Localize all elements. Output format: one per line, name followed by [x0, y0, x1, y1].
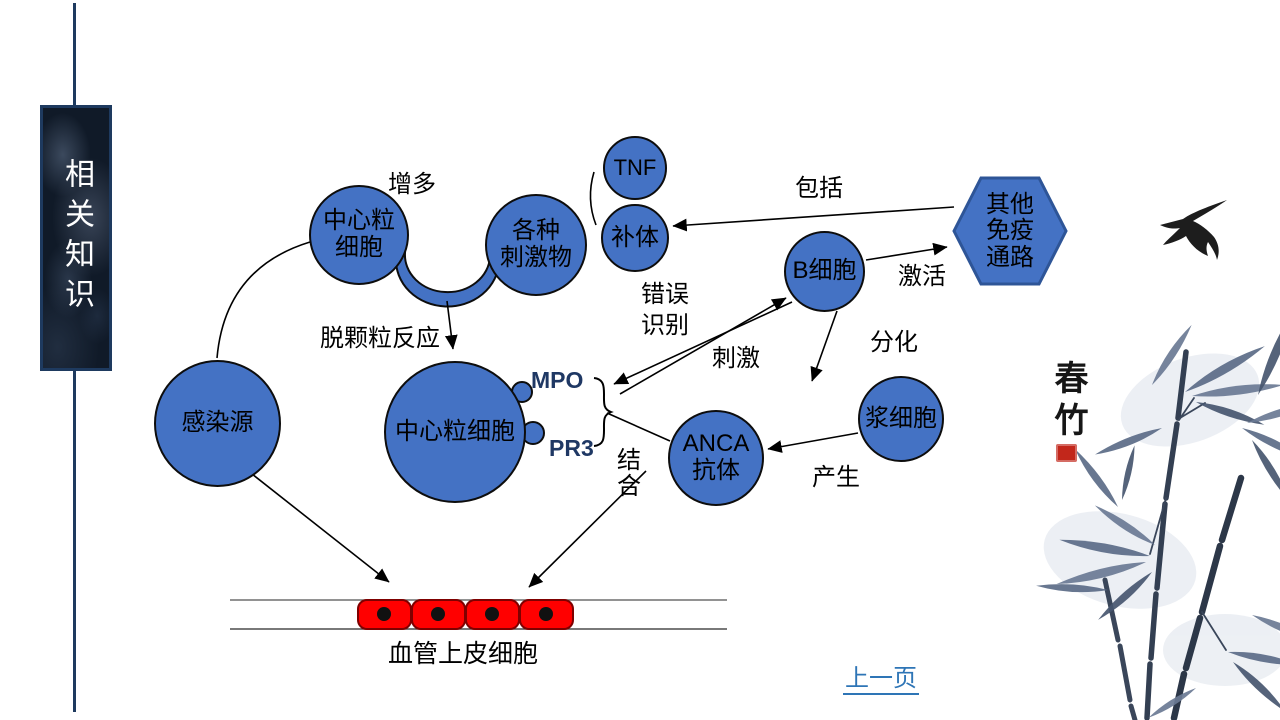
edge-brace-to-anca [606, 412, 671, 442]
swallow-icon [1160, 200, 1227, 260]
vessel-wall [230, 599, 727, 630]
sidebar-banner: 相关知识 [40, 105, 112, 371]
hexagon-other-pathway [952, 176, 1068, 286]
page-title: 相关知识 [59, 158, 94, 318]
edge-bind-to-vessel [528, 470, 647, 588]
edge-plasma-to-anca [767, 432, 859, 453]
node-complement: 补体 [601, 204, 669, 272]
node-stimuli: 各种 刺激物 [485, 194, 587, 296]
previous-page-link[interactable]: 上一页 [843, 658, 919, 695]
degranulation-arc [394, 251, 501, 308]
label-bind: 结 合 [617, 447, 641, 500]
label-activate: 激活 [898, 263, 946, 290]
grouping-paren [589, 171, 597, 226]
label-produce: 产生 [812, 464, 860, 491]
node-bcell: B细胞 [784, 231, 865, 312]
node-anca-antibody: ANCA 抗体 [668, 410, 764, 506]
label-increase: 增多 [388, 171, 436, 198]
brace [593, 377, 614, 447]
label-pr3: PR3 [549, 435, 594, 461]
edge-infection-to-vessel [251, 473, 390, 583]
edge-bcell-to-antigens [613, 301, 793, 385]
cell-nuclei [377, 607, 553, 621]
label-mpo: MPO [531, 367, 584, 393]
edge-infection-to-neutrophil [216, 241, 311, 359]
node-neutrophil-top: 中心粒 细胞 [309, 185, 409, 285]
node-neutrophil-big: 中心粒细胞 [384, 361, 526, 503]
bamboo-leaves [1036, 310, 1280, 718]
node-other-immune-pathway-label: 其他 免疫 通路 [986, 190, 1034, 271]
red-seal-stamp [1056, 444, 1077, 462]
label-degranulation: 脱颗粒反应 [320, 325, 440, 352]
edge-hex-to-complement [672, 206, 955, 232]
calligraphy-text: 春竹 [1048, 360, 1088, 444]
label-misrecognize: 错误 识别 [641, 281, 689, 339]
node-plasma-cell: 浆细胞 [858, 376, 944, 462]
bamboo-painting [1036, 310, 1280, 720]
edge-antigens-to-bcell [619, 297, 787, 395]
label-include: 包括 [795, 175, 843, 202]
connector-lines [216, 171, 955, 588]
edge-bcell-to-plasma [810, 310, 838, 382]
edge-arc-to-bigcell [444, 300, 458, 350]
edge-bcell-to-hex [865, 242, 948, 261]
node-infection-source: 感染源 [154, 360, 281, 487]
label-differentiate: 分化 [870, 329, 918, 356]
label-stimulate: 刺激 [712, 345, 760, 372]
node-tnf: TNF [603, 136, 667, 200]
label-vessel-epithelium: 血管上皮细胞 [388, 640, 539, 668]
